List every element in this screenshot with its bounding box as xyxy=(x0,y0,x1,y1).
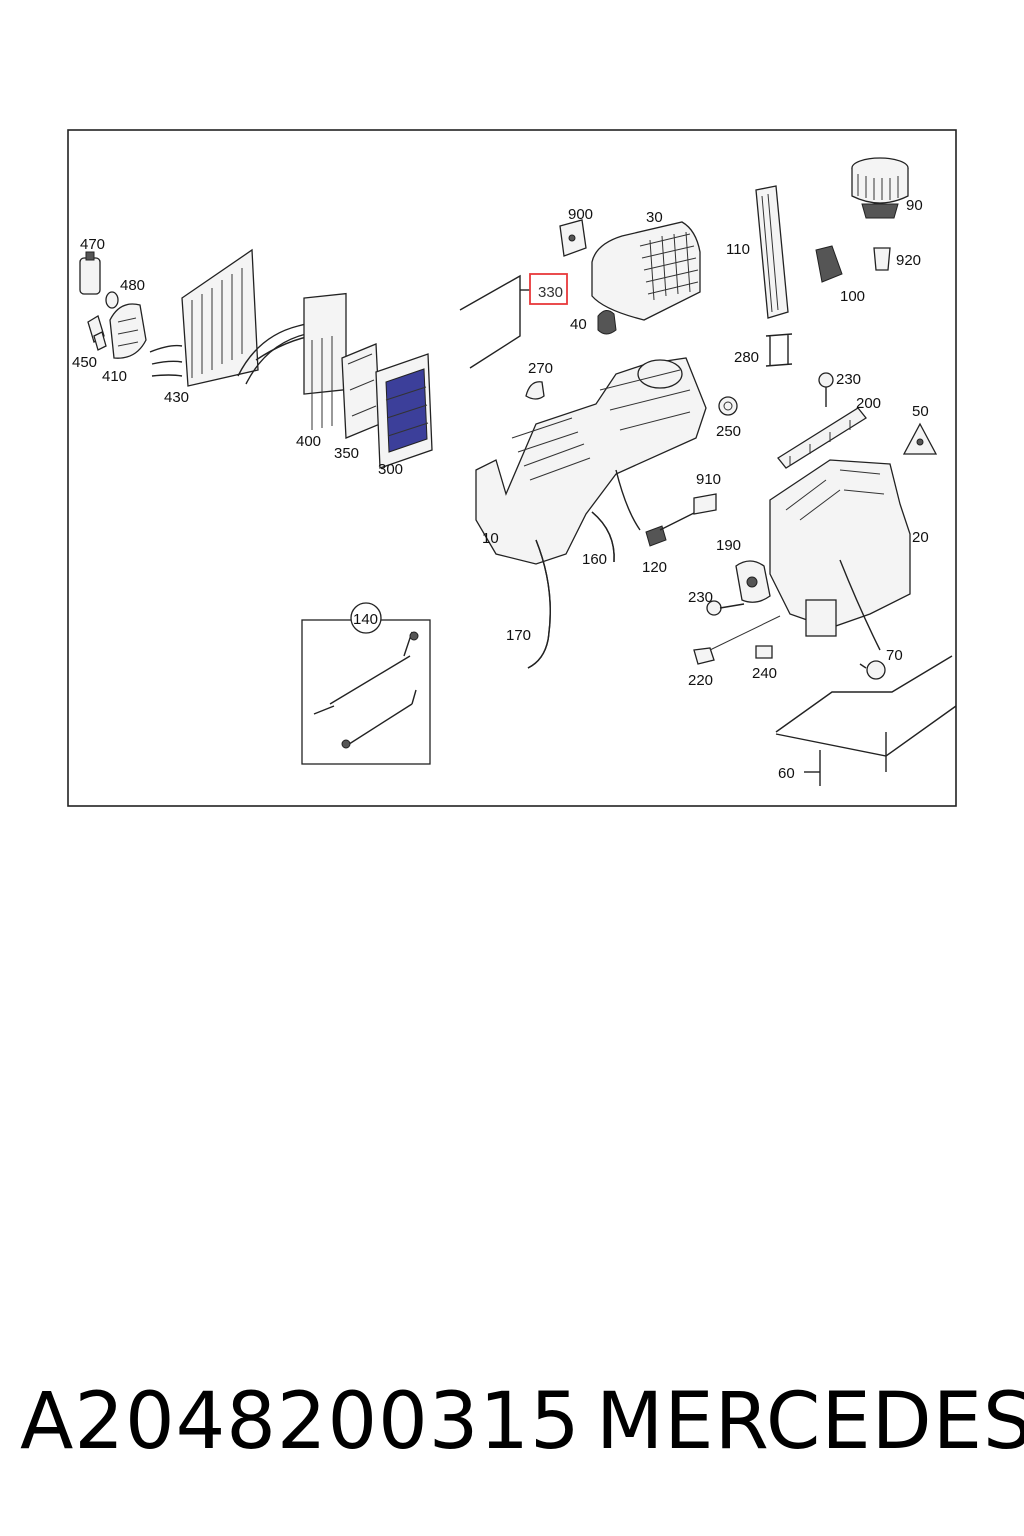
callout-300: 300 xyxy=(378,461,403,478)
housing-20 xyxy=(769,459,911,651)
callout-70: 70 xyxy=(886,647,903,664)
leader-60 xyxy=(775,655,957,786)
callout-910: 910 xyxy=(696,471,721,488)
callout-120: 120 xyxy=(642,559,667,576)
heater-core-350 xyxy=(341,343,381,439)
oring-480 xyxy=(105,291,119,309)
sensor-910 xyxy=(693,493,717,515)
callout-30: 30 xyxy=(646,209,663,226)
screw-70 xyxy=(859,660,886,680)
callout-190: 190 xyxy=(716,537,741,554)
bracket-900 xyxy=(559,219,587,257)
clip-280 xyxy=(765,333,793,367)
callout-230b: 230 xyxy=(688,589,713,606)
evaporator-430 xyxy=(149,248,259,387)
hose-170 xyxy=(527,539,551,669)
callout-270: 270 xyxy=(528,360,553,377)
callout-350: 350 xyxy=(334,445,359,462)
clip-220 xyxy=(693,615,781,665)
diagram-frame xyxy=(67,129,957,807)
seal-270 xyxy=(525,381,545,400)
resistor-100 xyxy=(815,245,843,283)
callout-470: 470 xyxy=(80,236,105,253)
callout-410: 410 xyxy=(102,368,127,385)
clip-450 xyxy=(87,315,107,351)
connector-50 xyxy=(902,422,938,455)
callout-labels: 470 480 450 410 430 400 350 300 900 30 3… xyxy=(72,197,929,782)
screw-230b xyxy=(706,600,745,616)
sensor-120 xyxy=(645,509,701,547)
leader-330 xyxy=(459,274,530,369)
callout-140: 140 xyxy=(353,611,378,628)
callout-230a: 230 xyxy=(836,371,861,388)
callout-90: 90 xyxy=(906,197,923,214)
callout-20: 20 xyxy=(912,529,929,546)
callout-100: 100 xyxy=(840,288,865,305)
screw-230 xyxy=(818,372,834,407)
brand-name: MERCEDES xyxy=(596,1377,1024,1467)
callout-480: 480 xyxy=(120,277,145,294)
actuator-190 xyxy=(735,560,771,603)
callout-40: 40 xyxy=(570,316,587,333)
actuator-40 xyxy=(597,310,617,335)
part-number: A2048200315 xyxy=(20,1377,581,1467)
callout-400: 400 xyxy=(296,433,321,450)
callout-10: 10 xyxy=(482,530,499,547)
blower-motor-90 xyxy=(851,157,909,219)
callout-200: 200 xyxy=(856,395,881,412)
grommet-250 xyxy=(718,396,738,416)
callout-160: 160 xyxy=(582,551,607,568)
expansion-valve-470 xyxy=(79,251,101,295)
callout-170: 170 xyxy=(506,627,531,644)
callout-450: 450 xyxy=(72,354,97,371)
housing-10 xyxy=(475,357,707,565)
callout-330[interactable]: 330 xyxy=(538,284,563,301)
callout-220: 220 xyxy=(688,672,713,689)
callout-280: 280 xyxy=(734,349,759,366)
connector-920 xyxy=(873,247,891,271)
callout-250: 250 xyxy=(716,423,741,440)
housing-cover-30 xyxy=(591,221,701,321)
duct-110 xyxy=(755,185,789,319)
callout-900: 900 xyxy=(568,206,593,223)
callout-240: 240 xyxy=(752,665,777,682)
inset-box-140 xyxy=(301,602,431,765)
callout-430: 430 xyxy=(164,389,189,406)
callout-110: 110 xyxy=(726,241,750,258)
callout-60: 60 xyxy=(778,765,795,782)
callout-50: 50 xyxy=(912,403,929,420)
heater-core-300 xyxy=(375,353,433,469)
bracket-410 xyxy=(109,303,147,359)
clip-240 xyxy=(755,645,773,659)
hose-160 xyxy=(591,511,615,563)
callout-920: 920 xyxy=(896,252,921,269)
pipe-assembly-400 xyxy=(237,292,347,430)
callout-330-highlight xyxy=(529,273,568,305)
bracket-200 xyxy=(777,407,867,469)
